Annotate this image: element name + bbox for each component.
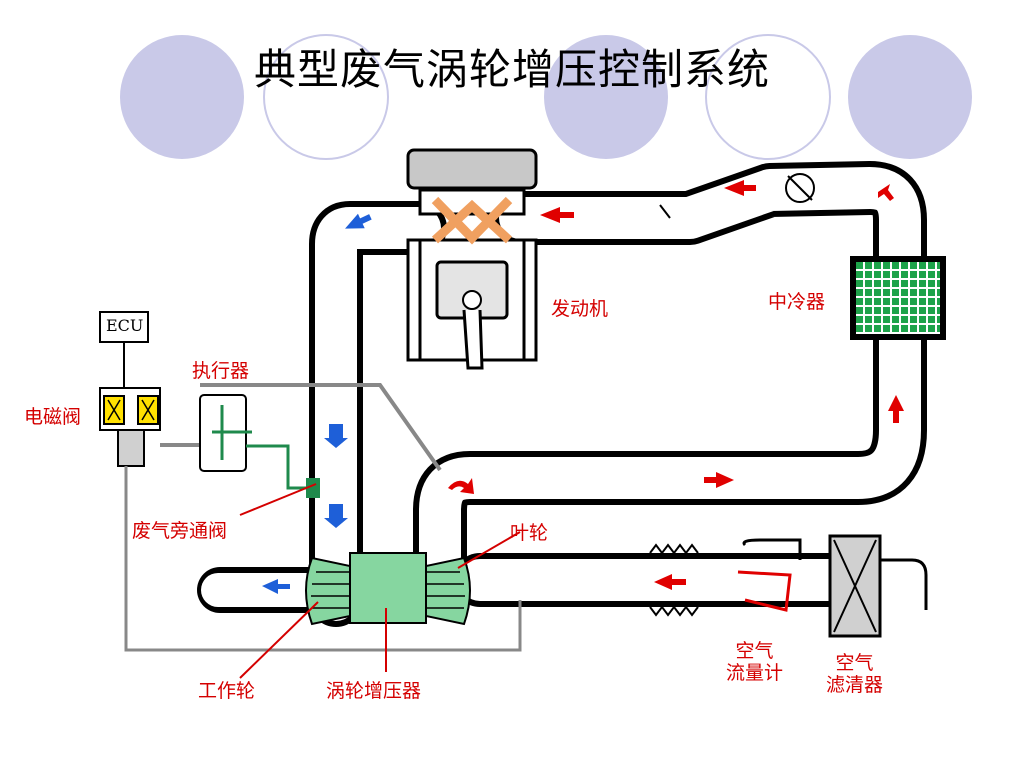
solenoid-label: 电磁阀	[24, 406, 82, 428]
valves	[431, 196, 513, 245]
arrow-exhaust-3	[324, 504, 348, 528]
arrow-air-inlet	[654, 574, 686, 590]
actuator-label: 执行器	[192, 360, 250, 382]
actuator	[199, 394, 252, 472]
engine	[406, 148, 538, 370]
turbine-wheel	[305, 556, 351, 626]
wastegate-valve	[246, 444, 320, 498]
airflow-meter-label-line1: 空气	[735, 640, 774, 662]
decor-circle-3	[544, 35, 668, 159]
arrow-intake-3	[878, 184, 894, 201]
decor-circle-5	[848, 35, 972, 159]
intercooler-label: 中冷器	[768, 291, 826, 313]
engine-label: 发动机	[551, 298, 609, 320]
arrow-exhaust-2	[324, 424, 348, 448]
page-title: 典型废气涡轮增压控制系统	[253, 45, 770, 94]
turbine-wheel-label: 工作轮	[198, 680, 256, 702]
airflow-meter-label: 空气 流量计	[726, 640, 783, 684]
air-flow-meter	[737, 538, 802, 612]
decor-circles	[120, 34, 972, 160]
leader-lines	[239, 483, 521, 679]
compressor-wheel	[425, 556, 471, 626]
air-filter-label-line1: 空气	[835, 652, 874, 674]
turbocharger-label: 涡轮增压器	[326, 680, 422, 702]
air-filter	[828, 534, 928, 638]
flow-arrows	[262, 180, 904, 594]
arrow-intake-2	[724, 180, 756, 196]
arrow-up	[888, 395, 904, 423]
decor-circle-4	[705, 34, 831, 160]
throttle-valve	[659, 173, 815, 219]
ecu-box	[99, 311, 149, 343]
arrow-exhaust-out	[262, 579, 290, 594]
connecting-rod	[462, 309, 484, 370]
airflow-meter-label-line2: 流量计	[726, 662, 784, 684]
turbocharger	[305, 552, 471, 626]
decor-circle-2	[263, 34, 389, 160]
intake-bellows	[649, 543, 699, 617]
intercooler	[850, 256, 946, 340]
wastegate-label: 废气旁通阀	[132, 520, 228, 542]
air-filter-label-line2: 滤清器	[826, 674, 884, 696]
arrow-charge	[704, 472, 734, 488]
solenoid-valve	[99, 387, 161, 467]
air-filter-label: 空气 滤清器	[826, 652, 883, 696]
arrow-intake-1	[540, 207, 574, 223]
decor-circle-1	[120, 35, 244, 159]
valve-cover	[406, 148, 538, 190]
compressor-wheel-label: 叶轮	[510, 522, 549, 544]
charge-air-pipe	[413, 313, 927, 587]
arrow-compressor-out	[448, 478, 474, 494]
turbo-shaft-housing	[349, 552, 427, 624]
arrow-exhaust-1	[345, 213, 372, 229]
ecu-label: ECU	[106, 316, 144, 335]
control-system	[99, 311, 522, 652]
